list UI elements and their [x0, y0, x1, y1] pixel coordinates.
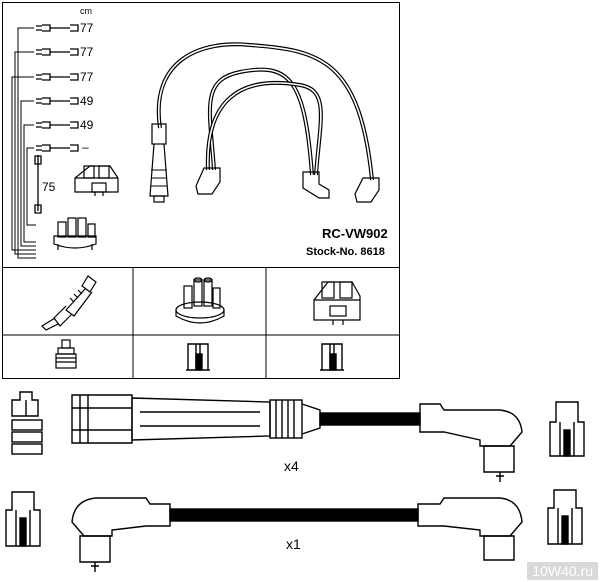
- component-table: [2, 267, 400, 379]
- lead-x4-drawing: [71, 394, 523, 482]
- cable-set-drawing: [149, 42, 380, 203]
- legend-length-2: 77: [80, 45, 94, 59]
- legend-length-1: 77: [80, 21, 94, 35]
- legend-wires: [34, 24, 79, 214]
- socket-symbol-cap: [186, 343, 210, 371]
- plug-connector-symbol: [11, 391, 43, 455]
- plug-terminal-drawing: [55, 339, 77, 369]
- lead-x1-drawing: [71, 497, 523, 572]
- legend-length-5: 49: [80, 118, 94, 132]
- legend-coil: [74, 165, 119, 196]
- socket-symbol-coil: [320, 343, 344, 371]
- watermark-text: 10W40.ru: [532, 563, 593, 579]
- quantity-x4: x4: [284, 458, 299, 474]
- legend-cap: [53, 217, 97, 250]
- socket-symbol-right-2: [547, 489, 583, 545]
- model-title: RC-VW902: [322, 226, 388, 241]
- spark-plug-drawing: [41, 275, 97, 331]
- socket-symbol-left-2: [5, 491, 41, 547]
- socket-symbol-right-1: [549, 401, 585, 457]
- stock-number: Stock-No. 8618: [306, 246, 385, 258]
- legend-length-6: –: [82, 140, 89, 154]
- legend-length-4: 49: [80, 94, 94, 108]
- quantity-x1: x1: [286, 536, 301, 552]
- distributor-cap-drawing: [175, 277, 225, 324]
- legend-length-3: 77: [80, 70, 94, 84]
- legend-unit: cm: [80, 6, 92, 16]
- legend-bracket: [11, 27, 36, 259]
- watermark-logo: 10W40.ru: [527, 562, 598, 580]
- legend-coil-length: 75: [42, 180, 56, 194]
- ignition-coil-drawing: [313, 281, 361, 325]
